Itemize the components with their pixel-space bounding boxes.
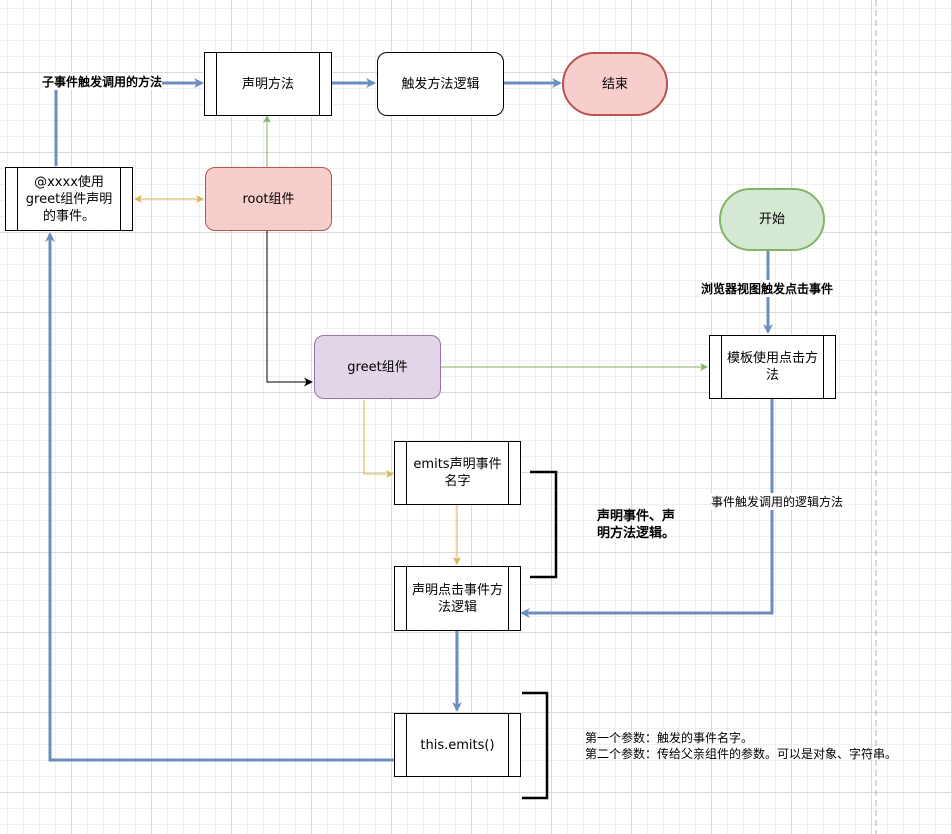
event-trigger-method-label: 事件触发调用的逻辑方法 <box>711 493 844 510</box>
arrow-root-to-greet <box>266 231 313 387</box>
bracket-params <box>522 691 549 800</box>
greet-component-node[interactable]: greet组件 <box>314 335 441 399</box>
emits-declare-node[interactable]: emits声明事件名字 <box>394 441 521 505</box>
declare-method-node[interactable]: 声明方法 <box>204 52 332 116</box>
at-xxxx-event-node[interactable]: @xxxx使用greet组件声明的事件。 <box>5 167 133 231</box>
template-click-text: 模板使用点击方法 <box>726 351 818 383</box>
arrow-template-to-click-logic <box>520 399 774 618</box>
trigger-logic-text: 触发方法逻辑 <box>401 76 480 92</box>
declare-method-text: 声明方法 <box>241 76 294 92</box>
child-event-label: 子事件触发调用的方法 <box>42 73 163 90</box>
this-emits-node[interactable]: this.emits() <box>394 713 521 777</box>
root-component-node[interactable]: root组件 <box>205 167 332 231</box>
start-text: 开始 <box>758 212 785 227</box>
param2-label: 第二个参数：传给父亲组件的参数。可以是对象、字符串。 <box>585 747 898 761</box>
root-component-text: root组件 <box>242 191 295 207</box>
at-xxxx-event-text: @xxxx使用greet组件声明的事件。 <box>25 174 113 224</box>
arrow-at-to-declare <box>54 78 204 166</box>
start-node[interactable]: 开始 <box>719 188 825 251</box>
click-logic-node[interactable]: 声明点击事件方法逻辑 <box>394 566 521 631</box>
click-logic-text: 声明点击事件方法逻辑 <box>411 582 503 615</box>
template-click-node[interactable]: 模板使用点击方法 <box>709 335 836 399</box>
browser-click-label: 浏览器视图触发点击事件 <box>701 280 834 297</box>
this-emits-text: this.emits() <box>420 737 495 753</box>
end-text: 结束 <box>601 76 628 92</box>
emits-declare-text: emits声明事件名字 <box>413 457 502 489</box>
param1-label: 第一个参数：触发的事件名字。 <box>585 731 754 745</box>
end-node[interactable]: 结束 <box>562 52 668 116</box>
trigger-logic-node[interactable]: 触发方法逻辑 <box>377 52 504 116</box>
arrow-emits-to-at <box>45 232 394 762</box>
declare-summary-label: 声明事件、声明方法逻辑。 <box>597 509 676 541</box>
greet-component-text: greet组件 <box>347 359 408 375</box>
arrow-greet-to-emits <box>363 400 394 478</box>
bracket-declare <box>530 470 558 579</box>
